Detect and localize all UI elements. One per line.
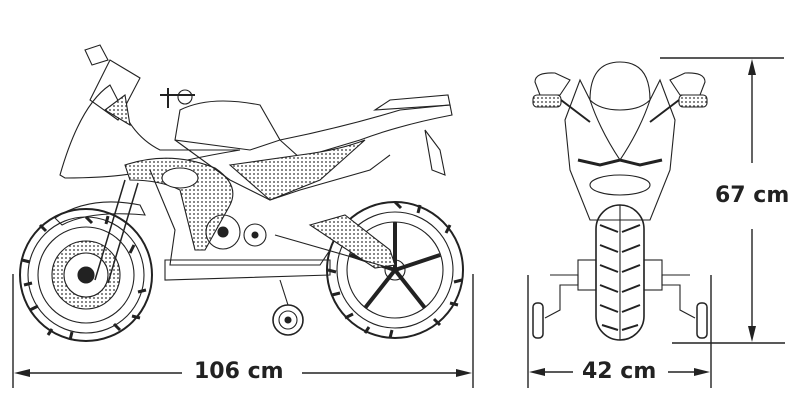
length-label: 106 cm <box>190 361 288 383</box>
side-view-motorcycle <box>19 44 464 342</box>
front-wheel <box>19 208 153 342</box>
width-label: 42 cm <box>578 361 661 383</box>
front-view-motorcycle <box>532 61 708 341</box>
height-dimension <box>660 57 785 344</box>
training-wheel <box>272 279 304 336</box>
rear-wheel <box>326 200 464 339</box>
length-dimension <box>12 274 474 388</box>
height-label: 67 cm <box>711 185 794 207</box>
width-dimension <box>527 275 712 388</box>
